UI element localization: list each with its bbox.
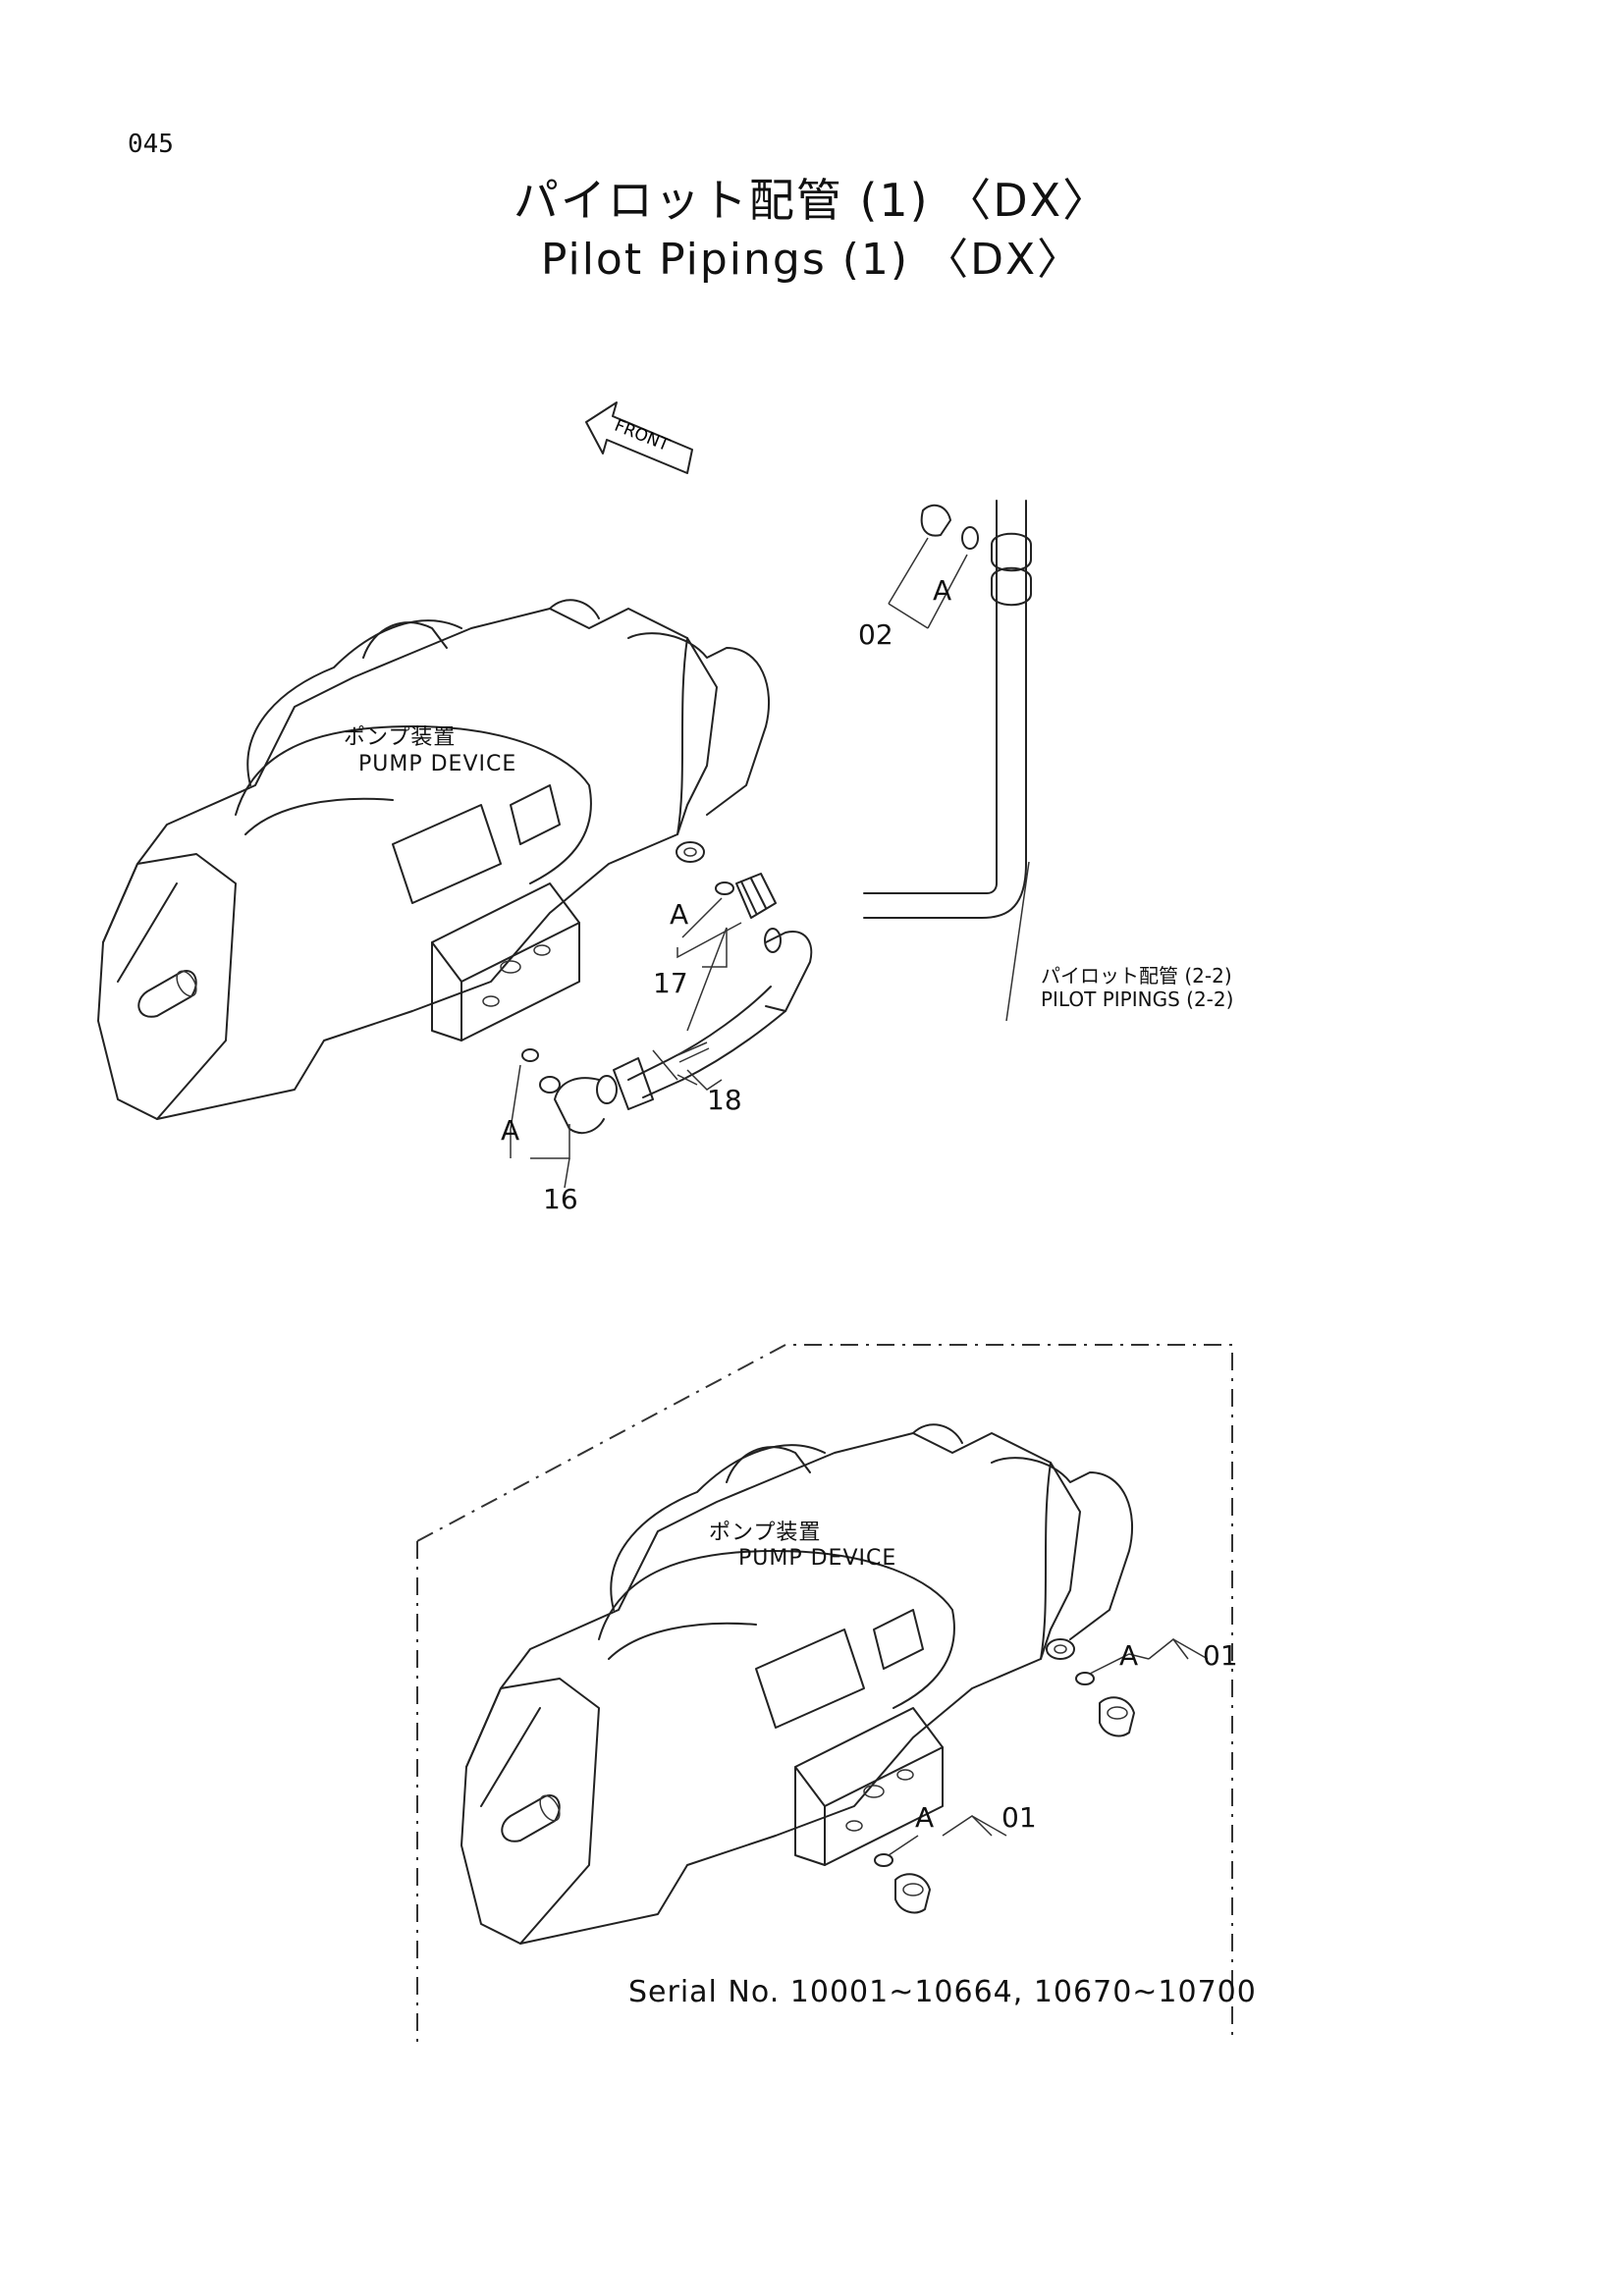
- pilot-ref-label-en: PILOT PIPINGS (2-2): [1041, 988, 1234, 1011]
- lower-pump-device: [416, 1344, 1233, 2042]
- callout-a-lower-1: A: [1119, 1639, 1139, 1672]
- upper-pump-label-jp: ポンプ装置: [344, 725, 457, 750]
- callout-a-upper-2: A: [670, 898, 689, 931]
- pilot-pipe: [863, 500, 1032, 1022]
- page-number: 045: [128, 130, 174, 159]
- front-arrow-icon: FRONT: [585, 401, 693, 474]
- callout-17: 17: [653, 967, 688, 999]
- callout-a-lower-2: A: [915, 1801, 935, 1834]
- upper-hose-assembly: [521, 873, 813, 1135]
- callout-01-lower: 01: [1001, 1801, 1037, 1834]
- page-title-jp: パイロット配管 (1) 〈DX〉: [513, 174, 1110, 227]
- lower-plugs: [874, 1637, 1209, 1914]
- upper-callout-leaders: [510, 897, 742, 1189]
- page-title-en: Pilot Pipings (1) 〈DX〉: [540, 235, 1083, 285]
- callout-02: 02: [858, 618, 893, 651]
- pilot-ref-label-jp: パイロット配管 (2-2): [1041, 964, 1232, 988]
- callout-18: 18: [707, 1084, 742, 1116]
- upper-pump-device: [97, 599, 771, 1120]
- callout-a-upper-3: A: [501, 1114, 520, 1147]
- callout-16: 16: [543, 1183, 578, 1215]
- lower-pump-label-jp: ポンプ装置: [709, 1521, 822, 1545]
- callout-a-upper-1: A: [933, 574, 952, 607]
- serial-number-range: Serial No. 10001~10664, 10670~10700: [628, 1975, 1257, 2009]
- callout-01-upper: 01: [1203, 1639, 1238, 1672]
- front-label: FRONT: [612, 416, 673, 456]
- lower-pump-label-en: PUMP DEVICE: [738, 1546, 897, 1571]
- upper-pump-label-en: PUMP DEVICE: [358, 752, 517, 776]
